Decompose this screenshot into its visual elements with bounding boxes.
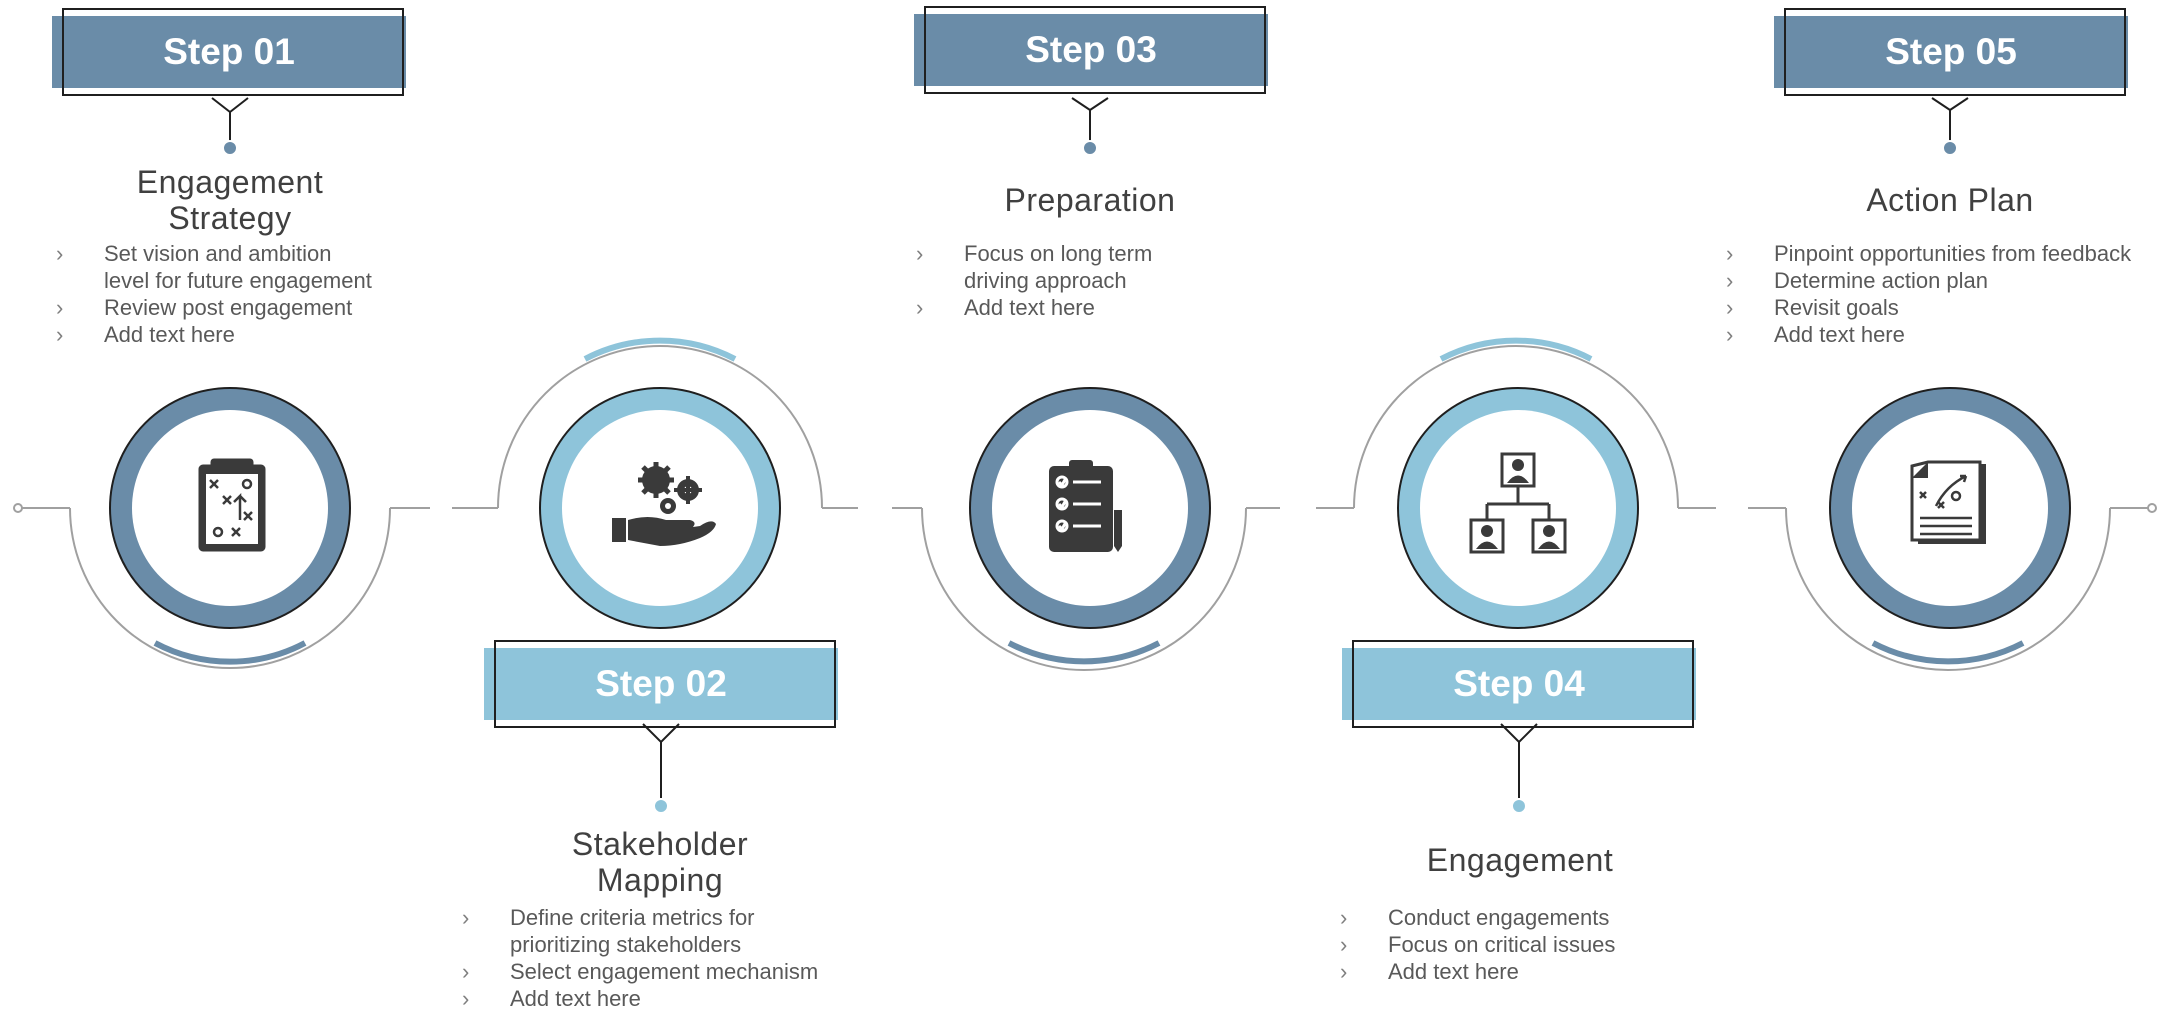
step-4-label: Step 04 <box>1453 663 1585 704</box>
list-item: Determine action plan <box>1726 267 2176 294</box>
list-item: Define criteria metrics for <box>462 904 882 931</box>
list-item: Conduct engagements <box>1340 904 1720 931</box>
step-5-bullets: Pinpoint opportunities from feedback Det… <box>1726 240 2176 348</box>
step-1-box-outline <box>62 8 404 96</box>
list-item: Select engagement mechanism <box>462 958 882 985</box>
step-3-label: Step 03 <box>1025 29 1157 70</box>
step-4-box-fill <box>1342 648 1696 720</box>
list-item: Revisit goals <box>1726 294 2176 321</box>
checklist-clipboard-icon <box>1049 460 1122 552</box>
step-1-title-line1: Engagement <box>136 164 324 200</box>
step-3-title: Preparation <box>900 182 1280 218</box>
step-4-title-line1: Engagement <box>1426 842 1614 878</box>
step-5-title-line1: Action Plan <box>1866 182 2034 218</box>
step-3-box-fill <box>914 14 1268 86</box>
step-2-title: Stakeholder Mapping <box>470 826 850 898</box>
step-4-title: Engagement <box>1330 842 1710 878</box>
step-5-title: Action Plan <box>1760 182 2140 218</box>
strategy-board-icon <box>198 458 266 552</box>
step-4-box: Step 04 <box>1342 640 1696 728</box>
list-item-continuation: driving approach <box>964 268 1127 293</box>
callout-connectors <box>211 97 1969 798</box>
list-item: Add text here <box>1340 958 1720 985</box>
step-3-box-outline <box>924 6 1266 94</box>
step-1-label: Step 01 <box>163 31 295 72</box>
step-4-bullets: Conduct engagements Focus on critical is… <box>1340 904 1720 985</box>
step-3-bullets: Focus on long term driving approach Add … <box>916 240 1236 321</box>
list-item: Add text here <box>56 321 436 348</box>
step-2-title-line2: Mapping <box>596 862 724 898</box>
list-item: Review post engagement <box>56 294 436 321</box>
step-3-box: Step 03 <box>914 6 1268 94</box>
org-chart-icon <box>1469 452 1567 554</box>
action-plan-document-icon <box>1910 460 1986 544</box>
list-item: Set vision and ambition <box>56 240 436 267</box>
step-5-box: Step 05 <box>1774 8 2128 96</box>
step-5-box-fill <box>1774 16 2128 88</box>
step-1-bullets: Set vision and ambition level for future… <box>56 240 436 348</box>
list-item: Focus on long term <box>916 240 1236 267</box>
list-item: Pinpoint opportunities from feedback <box>1726 240 2176 267</box>
step-1-title: Engagement Strategy <box>40 164 420 236</box>
step-2-box-fill <box>484 648 838 720</box>
step-2-title-line1: Stakeholder <box>571 826 749 862</box>
step-1-box: Step 01 <box>52 8 406 96</box>
step-3-title-line1: Preparation <box>1004 182 1176 218</box>
list-item: Focus on critical issues <box>1340 931 1720 958</box>
step-1-title-line2: Strategy <box>168 200 292 236</box>
list-item-continuation: level for future engagement <box>104 268 372 293</box>
connector-line <box>13 503 2157 513</box>
gears-hand-icon <box>612 462 716 546</box>
step-4-box-outline <box>1352 640 1694 728</box>
step-5-label: Step 05 <box>1885 31 2017 72</box>
step-2-box-outline <box>494 640 836 728</box>
list-item: Add text here <box>462 985 882 1012</box>
step-2-box: Step 02 <box>484 640 838 728</box>
step-2-bullets: Define criteria metrics for prioritizing… <box>462 904 882 1012</box>
step-1-box-fill <box>52 16 406 88</box>
step-4-ring <box>1316 337 1716 629</box>
list-item: Add text here <box>1726 321 2176 348</box>
step-2-ring <box>452 337 858 629</box>
callout-dots <box>222 140 1958 814</box>
list-item-continuation: prioritizing stakeholders <box>510 932 742 957</box>
step-5-box-outline <box>1784 8 2126 96</box>
list-item: Add text here <box>916 294 1236 321</box>
step-2-label: Step 02 <box>595 663 727 704</box>
